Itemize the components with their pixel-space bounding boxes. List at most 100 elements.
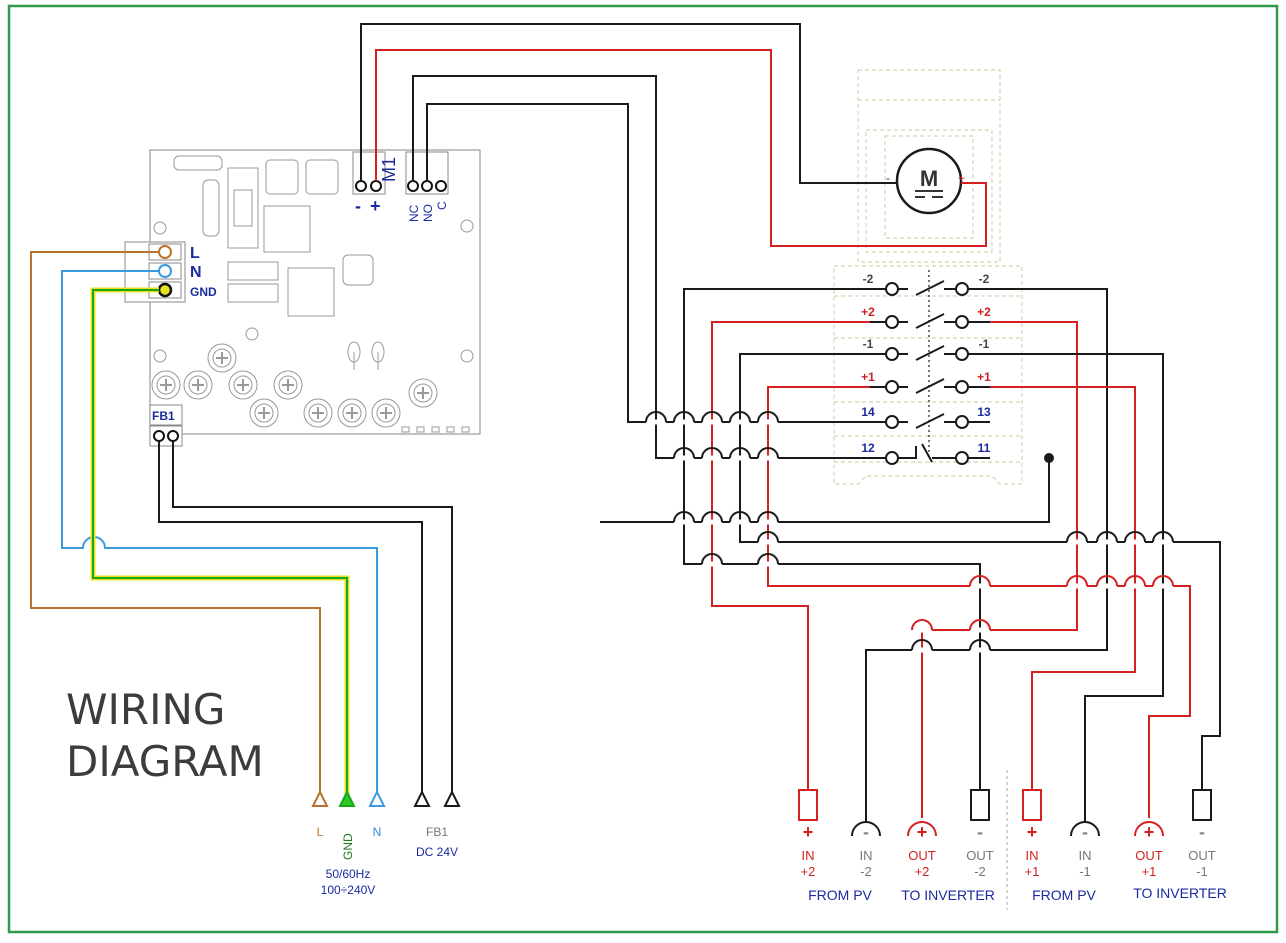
connector-polarity: - [1199, 822, 1205, 842]
crossover-hump [673, 511, 695, 525]
pv-connectors: +IN+2-IN-2+OUT+2-OUT-2+IN+1-IN-1+OUT+1-O… [798, 789, 1216, 879]
crossover-hump [757, 411, 779, 425]
label-M1: M1 [379, 157, 399, 182]
connector-label-1: OUT [966, 848, 994, 863]
connector-polarity: + [917, 822, 928, 842]
connector-label-2: -1 [1079, 864, 1091, 879]
crossover-hump [911, 619, 933, 633]
mains-wires [30, 251, 378, 800]
pv-wires [600, 288, 1221, 822]
screw-terminal [337, 398, 367, 428]
screw-terminal [228, 370, 258, 400]
title-line-2: DIAGRAM [66, 737, 264, 786]
crossover-hump [969, 639, 991, 653]
switch-left-label: -1 [863, 337, 874, 351]
crossover-hump [645, 411, 667, 425]
motor-label: M [920, 166, 938, 191]
label-m1-minus: - [355, 196, 361, 216]
crossover-hump [969, 575, 991, 589]
switch-right-label: +1 [977, 370, 991, 384]
crossover-hump [1066, 575, 1088, 589]
connector-label-2: +2 [915, 864, 930, 879]
crossover-hump [673, 411, 695, 425]
pv-connector: - OUT-1 [1188, 789, 1216, 879]
crossover-hump [911, 639, 933, 653]
crossover-hump [969, 619, 991, 633]
crossover-hump [1096, 575, 1118, 589]
crossover-hump [757, 511, 779, 525]
wire-crossovers [645, 411, 1174, 653]
connector-label-1: OUT [1135, 848, 1163, 863]
screw-terminal [371, 398, 401, 428]
crossover-hump [757, 447, 779, 461]
title-line-1: WIRING [66, 685, 226, 734]
screw-terminal [183, 370, 213, 400]
mains-L-label: L [317, 825, 324, 839]
fb1-terminal-block: FB1 [149, 404, 183, 447]
crossover-hump [1066, 531, 1088, 545]
connector-label-2: +2 [801, 864, 816, 879]
switch-row: +1+1 [861, 370, 991, 394]
connector-polarity: + [1027, 822, 1038, 842]
crossover-hump [701, 511, 723, 525]
group-labels: FROM PV TO INVERTER FROM PV TO INVERTER [808, 885, 1227, 903]
screw-terminal [273, 370, 303, 400]
switch-row: -1 -1 [863, 337, 990, 361]
fb1-wires [158, 441, 453, 800]
connector-label-1: IN [1026, 848, 1039, 863]
pv-connector: - OUT-2 [966, 789, 994, 879]
screw-terminal [303, 398, 333, 428]
connector-label-1: IN [1079, 848, 1092, 863]
label-NO: NO [421, 204, 435, 222]
crossover-hump [1152, 531, 1174, 545]
pv-connector: + IN+2 [798, 789, 818, 879]
fb1-label: FB1 [426, 825, 448, 839]
terminal-N [158, 264, 172, 278]
pv-connector: -IN-1 [1070, 821, 1100, 879]
label-L: L [190, 245, 200, 262]
switch-left-label: +2 [861, 305, 875, 319]
switch-left-label: -2 [863, 272, 874, 286]
connector-label-1: IN [802, 848, 815, 863]
pv-connector: +IN+1 [1022, 789, 1042, 879]
screw-terminal [207, 343, 237, 373]
connector-label-2: +1 [1142, 864, 1157, 879]
crossover-hump [1096, 531, 1118, 545]
terminal-GND [157, 282, 173, 298]
connector-label-2: -2 [974, 864, 986, 879]
switch-right-label: -1 [979, 337, 990, 351]
switch-left-label: 14 [861, 405, 875, 419]
connector-label-2: -2 [860, 864, 872, 879]
crossover-hump [729, 447, 751, 461]
label-NC: NC [407, 204, 421, 222]
mains-labels: L GND N 50/60Hz 100÷240V FB1 DC 24V [317, 825, 458, 897]
motor: M - + [886, 147, 965, 215]
connector-polarity: - [977, 822, 983, 842]
screw-terminal [249, 398, 279, 428]
crossover-hump [701, 447, 723, 461]
connector-label-2: -1 [1196, 864, 1208, 879]
mains-voltage: 100÷240V [321, 883, 376, 897]
connector-polarity: + [1144, 822, 1155, 842]
switch-row: +2+2 [861, 305, 991, 329]
pv-connector: + OUT+1 [1134, 821, 1164, 879]
label-C: C [435, 201, 449, 210]
crossover-hump [701, 553, 723, 567]
diagram-title: WIRING DIAGRAM [66, 684, 264, 788]
label-GND: GND [190, 285, 217, 299]
connector-label-1: OUT [1188, 848, 1216, 863]
pv-connector: + OUT+2 [907, 821, 937, 879]
group-to-inverter-1: TO INVERTER [1133, 885, 1227, 901]
connector-label-1: OUT [908, 848, 936, 863]
crossover-hump [729, 511, 751, 525]
m1-terminal-block: - + M1 [352, 151, 399, 216]
switch-housing [833, 69, 1023, 485]
motor-plus-label: + [958, 171, 965, 185]
connector-polarity: + [803, 822, 814, 842]
junction-dot [1044, 453, 1054, 463]
crossover-hump [1124, 531, 1146, 545]
mains-frequency: 50/60Hz [326, 867, 371, 881]
